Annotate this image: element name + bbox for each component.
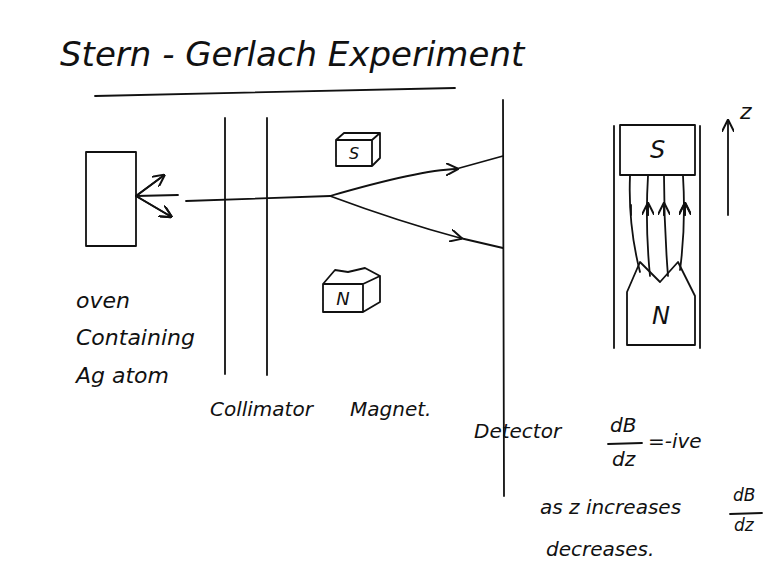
pole-letter: S xyxy=(349,144,359,163)
part-label: Magnet. xyxy=(350,398,431,420)
z-axis-arrow xyxy=(727,122,729,215)
fraction-top: dB xyxy=(733,486,755,505)
beam-up xyxy=(330,169,456,196)
pole-letter: N xyxy=(652,302,670,330)
field-line xyxy=(647,176,650,276)
fraction-top: dB xyxy=(610,414,636,436)
field-line xyxy=(630,176,640,272)
magnet-pole-label: S xyxy=(336,140,372,166)
fraction-bottom: dz xyxy=(734,516,754,535)
spray-head-2 xyxy=(136,196,170,216)
part-label: Collimator xyxy=(210,398,313,420)
spray-head-1 xyxy=(136,176,163,196)
note-text: as z increases xyxy=(540,496,681,518)
sign-note: =-ive xyxy=(648,430,702,452)
title-underline xyxy=(95,88,455,96)
atom-spray xyxy=(136,176,178,216)
pole-box: N xyxy=(627,286,695,345)
note-text: decreases. xyxy=(546,538,654,560)
n-pole xyxy=(627,262,695,345)
beam-up-rest xyxy=(456,156,503,169)
fraction-bar xyxy=(608,443,642,444)
part-label: Detector xyxy=(474,420,561,442)
field-arrow xyxy=(663,205,665,215)
s-pole xyxy=(620,125,695,175)
pole-letter: S xyxy=(650,136,665,164)
pole-letter: N xyxy=(336,288,349,309)
pole-box: S xyxy=(620,125,695,175)
beam-down-rest xyxy=(460,238,503,248)
field-arrow xyxy=(647,205,649,215)
field-line xyxy=(680,176,684,270)
oven-label: oven Containing Ag atom xyxy=(76,282,201,394)
magnet-pole-label: N xyxy=(323,284,363,312)
pole-frame xyxy=(614,126,700,348)
fraction-bottom: dz xyxy=(612,448,635,470)
oven xyxy=(86,152,136,246)
s-magnet xyxy=(336,133,380,166)
atom-beam xyxy=(186,196,330,201)
page-title: Stern - Gerlach Experiment xyxy=(60,36,524,73)
field-arrow xyxy=(631,205,685,215)
collimator-slit xyxy=(225,118,267,375)
field-arrow xyxy=(684,205,686,215)
fraction-bar xyxy=(730,513,762,514)
axis-label: z xyxy=(740,100,752,124)
field-line xyxy=(664,176,668,276)
beam-down xyxy=(330,196,460,238)
n-magnet xyxy=(323,268,380,312)
